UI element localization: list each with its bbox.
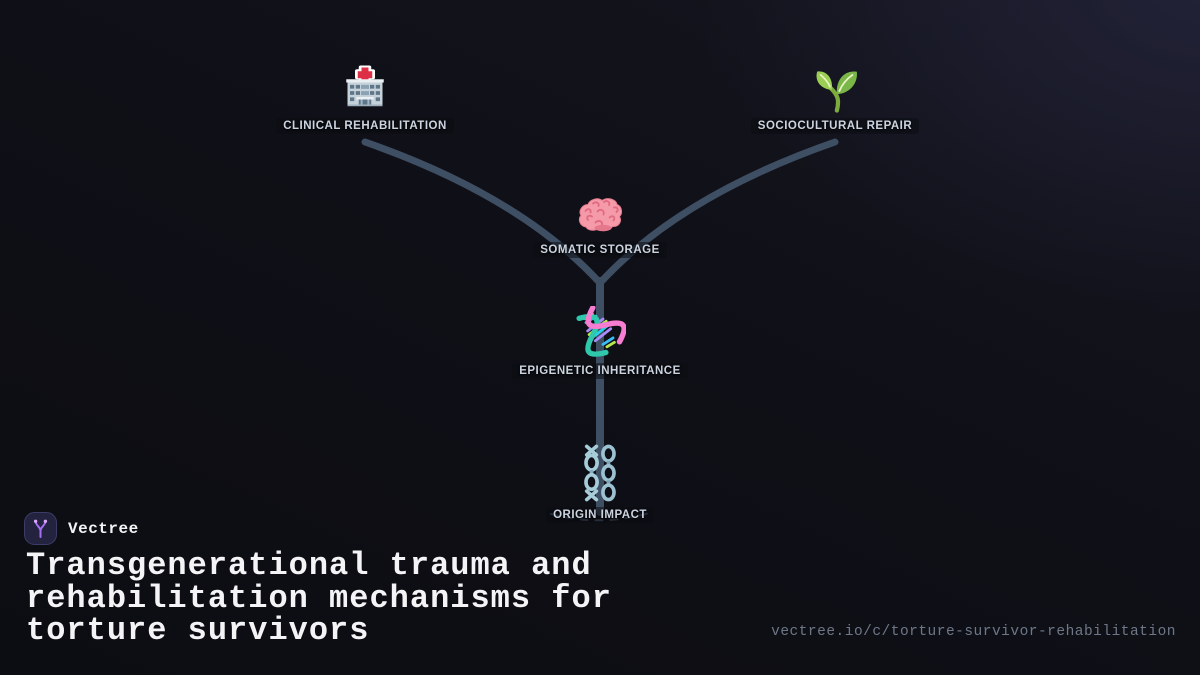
dna-icon <box>574 304 627 358</box>
branching-tree-icon[interactable] <box>24 512 57 545</box>
edge-somatic-sociocultural <box>596 138 839 287</box>
hospital-icon <box>340 63 390 113</box>
node-label: ORIGIN IMPACT <box>546 507 654 523</box>
node-label: EPIGENETIC INHERITANCE <box>512 363 688 379</box>
node-somatic-storage[interactable]: SOMATIC STORAGE <box>460 195 740 258</box>
node-origin-impact[interactable]: ORIGIN IMPACT <box>460 444 740 523</box>
node-epigenetic-inheritance[interactable]: EPIGENETIC INHERITANCE <box>460 304 740 379</box>
node-label: SOMATIC STORAGE <box>533 242 667 258</box>
chains-icon <box>578 444 622 502</box>
node-label: SOCIOCULTURAL REPAIR <box>750 118 920 134</box>
seedling-icon <box>810 63 860 113</box>
brain-icon <box>576 195 624 237</box>
page-title: Transgenerational trauma and rehabilitat… <box>26 547 612 649</box>
brand: Vectree <box>24 512 139 545</box>
node-sociocultural-repair[interactable]: SOCIOCULTURAL REPAIR <box>695 63 975 134</box>
node-clinical-rehabilitation[interactable]: CLINICAL REHABILITATION <box>225 63 505 134</box>
footer-url[interactable]: vectree.io/c/torture-survivor-rehabilita… <box>771 624 1176 640</box>
edge-somatic-clinical <box>361 138 604 287</box>
brand-name: Vectree <box>68 519 139 538</box>
node-label: CLINICAL REHABILITATION <box>276 118 454 134</box>
